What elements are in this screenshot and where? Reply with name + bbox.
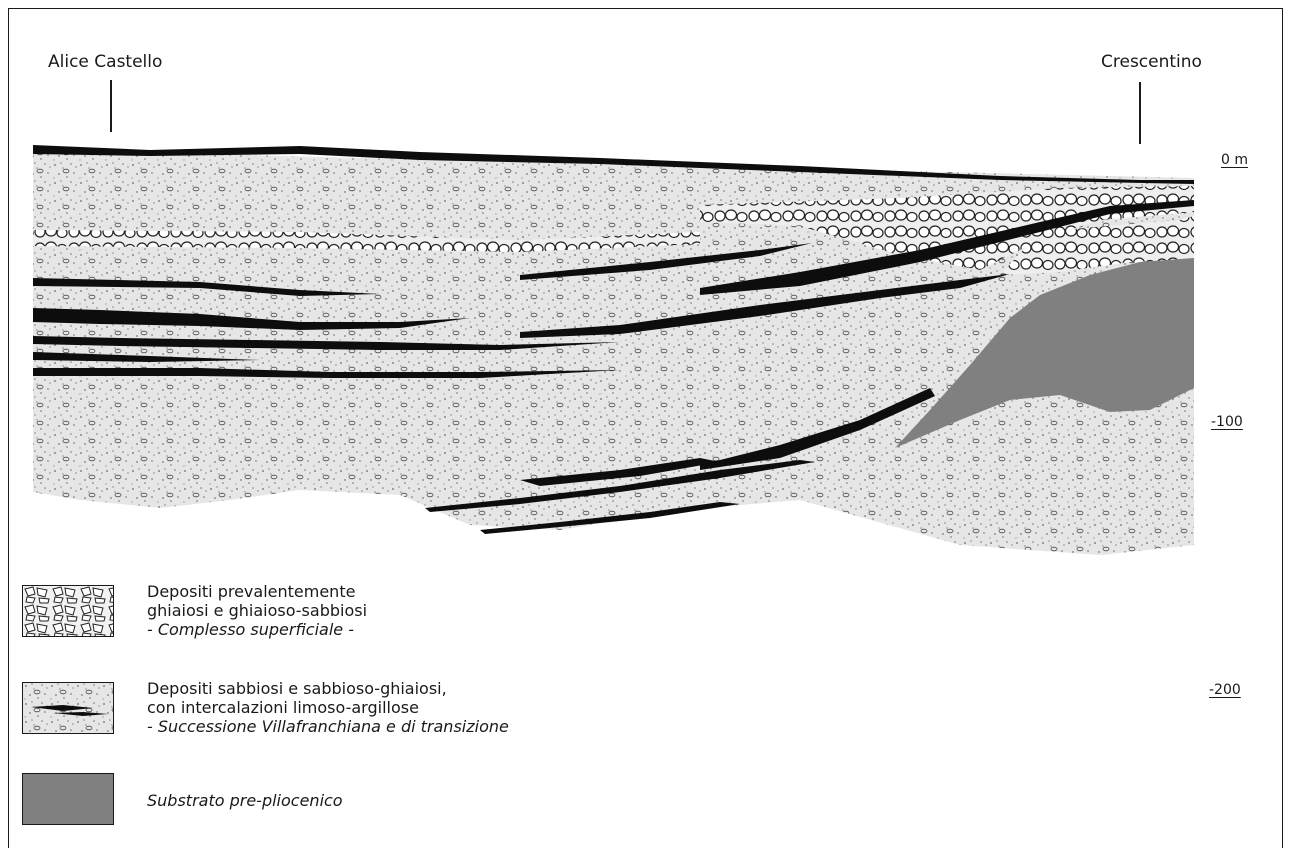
legend-gravel-line1: Depositi prevalentemente	[147, 582, 367, 601]
legend-sand-line2: con intercalazioni limoso-argillose	[147, 698, 509, 717]
legend-substrate-italic: Substrato pre-pliocenico	[147, 791, 343, 810]
legend-swatch-substrate	[22, 773, 114, 825]
legend-item-sand: Depositi sabbiosi e sabbioso-ghiaiosi, c…	[22, 682, 1022, 742]
legend-swatch-sand-pattern	[23, 683, 114, 734]
legend-swatch-gravel-pattern	[23, 586, 114, 637]
legend-item-gravel: Depositi prevalentemente ghiaiosi e ghia…	[22, 585, 1022, 645]
legend-swatch-gravel	[22, 585, 114, 637]
legend-gravel-italic: - Complesso superficiale -	[147, 620, 367, 639]
depth-label-200: -200	[1209, 682, 1241, 698]
legend-text-gravel: Depositi prevalentemente ghiaiosi e ghia…	[147, 582, 367, 639]
legend-item-substrate: Substrato pre-pliocenico	[22, 773, 1022, 833]
legend-sand-italic: - Successione Villafranchiana e di trans…	[147, 717, 509, 736]
legend-text-substrate: Substrato pre-pliocenico	[147, 791, 343, 810]
legend-text-sand: Depositi sabbiosi e sabbioso-ghiaiosi, c…	[147, 679, 509, 736]
legend-sand-line1: Depositi sabbiosi e sabbioso-ghiaiosi,	[147, 679, 509, 698]
legend-swatch-sand	[22, 682, 114, 734]
legend-gravel-line2: ghiaiosi e ghiaioso-sabbiosi	[147, 601, 367, 620]
geological-cross-section	[0, 0, 1291, 600]
